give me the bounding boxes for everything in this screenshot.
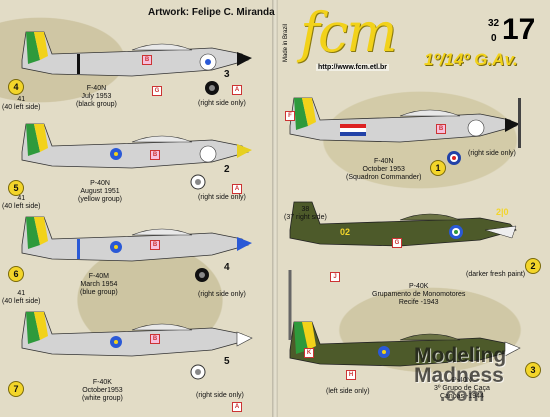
profile-7-code: 5 (224, 356, 230, 367)
decal-marker: B (150, 334, 160, 344)
watermark-line1: Modeling (414, 344, 507, 367)
artwork-credit: Artwork: Felipe C. Miranda (148, 7, 275, 18)
sheet-scale-bottom: 0 (491, 33, 497, 44)
profile-4-aircraft (21, 31, 252, 95)
profile-5-right-only: (right side only) (198, 194, 246, 201)
profile-2-caption: P-40K Grupamento de Monomotores Recife -… (372, 283, 466, 306)
profile-6-aircraft (21, 216, 252, 282)
profile-4-right-only: (right side only) (198, 100, 246, 107)
decal-marker: B (150, 150, 160, 160)
profile-6-code: 4 (224, 262, 230, 273)
profile-7-badge: 7 (8, 381, 24, 397)
profile-3-left-only: (left side only) (326, 388, 370, 395)
profile-5-caption: P-40N August 1951 (yellow group) (78, 180, 122, 203)
profile-5-badge: 5 (8, 180, 24, 196)
profile-5-aircraft (21, 123, 252, 190)
profile-5-side-note: 41 (40 left side) (2, 195, 41, 210)
watermark-logo: Modeling Madness (414, 344, 507, 387)
profile-3-caption: P-40N 3º Grupo de Caça Canoas -1944 (434, 377, 490, 400)
decal-marker: A (232, 85, 242, 95)
watermark-line3: .com (440, 385, 485, 406)
decal-marker: B (436, 124, 446, 134)
profile-4-code: 3 (224, 69, 230, 80)
profile-2-aircraft (288, 201, 517, 300)
website-url: http://www.fcm.etl.br (316, 64, 389, 71)
profile-3-aircraft (288, 298, 521, 367)
made-in-label: Made in Brazil (283, 23, 289, 62)
profile-7-aircraft (21, 311, 253, 380)
profile-6-badge: 6 (8, 266, 24, 282)
profile-4-caption: F-40N July 1953 (black group) (76, 85, 117, 108)
decal-marker: H (346, 370, 356, 380)
decal-marker: G (152, 86, 162, 96)
profile-2-badge: 2 (525, 258, 541, 274)
unit-title: 1º/14º G.Av. (424, 50, 518, 69)
decal-marker: B (150, 240, 160, 250)
decal-marker: A (232, 184, 242, 194)
profile-6-caption: F-40M March 1954 (blue group) (80, 273, 118, 296)
profile-4-badge: 4 (8, 79, 24, 95)
profile-4-side-note: 41 (40 left side) (2, 96, 41, 111)
profile-6-side-note: 41 (40 left side) (2, 290, 41, 305)
profile-3-badge: 3 (525, 362, 541, 378)
profile-6-right-only: (right side only) (198, 291, 246, 298)
watermark-line2: Madness (414, 364, 504, 387)
profile-5-code: 2 (224, 164, 230, 175)
profile-2-code: 02 (340, 227, 351, 237)
profile-7-caption: F-40K October1953 (white group) (82, 379, 123, 402)
page-fold (272, 0, 278, 417)
decal-marker: K (304, 348, 314, 358)
profile-1-right-only: (right side only) (468, 150, 516, 157)
decal-marker: J (330, 272, 340, 282)
decal-marker: A (232, 402, 242, 412)
profile-1-aircraft (289, 97, 521, 165)
decal-marker: F (285, 111, 295, 121)
fcm-logo: fcm (300, 1, 397, 64)
sheet-scale-top: 32 (488, 18, 500, 29)
profile-2-note-gun: 38 (37 right side) (284, 206, 327, 221)
decal-marker: G (392, 238, 402, 248)
profile-2-fin-code: 2|0 (496, 207, 509, 217)
decal-marker: B (142, 55, 152, 65)
profile-1-caption: F-40N October 1953 (Squadron Commander) (346, 158, 422, 181)
profile-1-badge: 1 (430, 160, 446, 176)
sheet-number: 17 (502, 13, 536, 46)
profile-2-note-paint: (darker fresh paint) (466, 271, 526, 278)
profile-7-right-only: (right side only) (196, 392, 244, 399)
